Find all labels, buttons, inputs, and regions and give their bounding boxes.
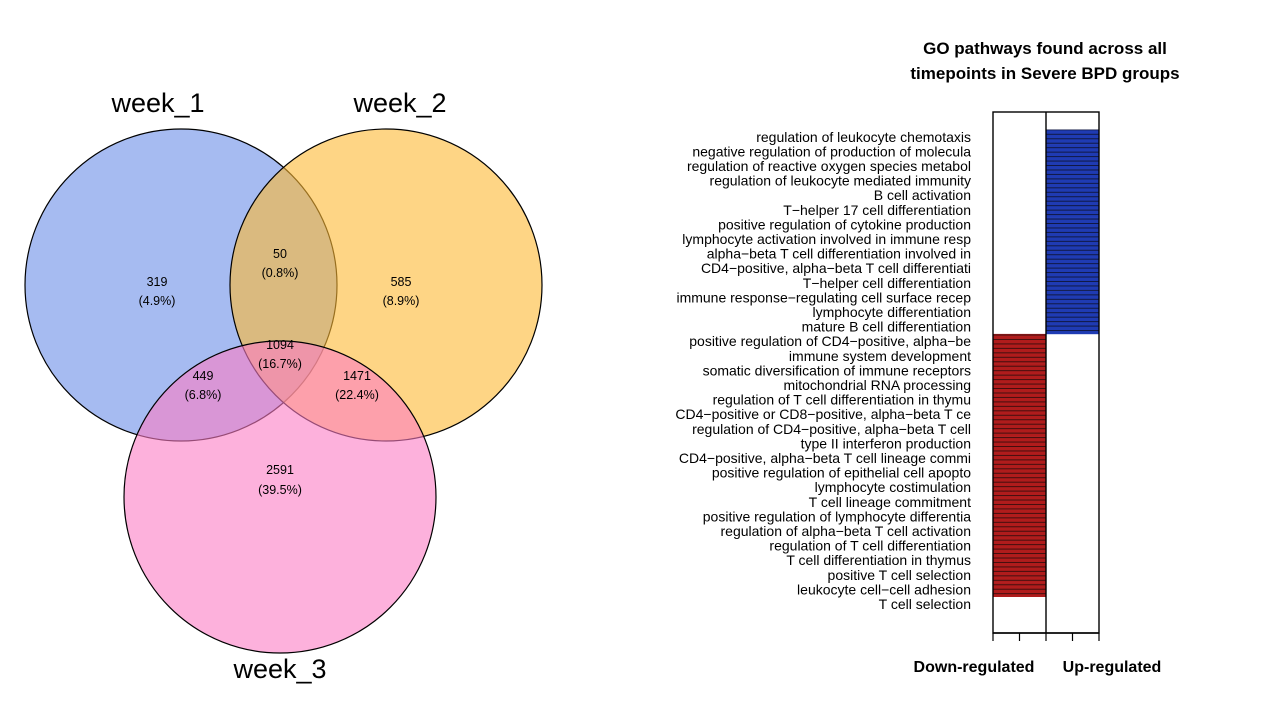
heatmap-cell bbox=[993, 552, 1046, 568]
heatmap-row-label: leukocyte cell−cell adhesion bbox=[797, 581, 971, 597]
heatmap-cell bbox=[1046, 290, 1099, 305]
heatmap-row-label: B cell activation bbox=[874, 187, 971, 203]
go-pathway-heatmap: GO pathways found across all timepoints … bbox=[675, 39, 1179, 676]
heatmap-cell bbox=[993, 465, 1046, 481]
heatmap-cell bbox=[1046, 319, 1099, 335]
venn-percent-w2-only: (8.9%) bbox=[383, 294, 420, 308]
heatmap-row-label: CD4−positive, alpha−beta T cell differen… bbox=[701, 260, 971, 276]
heatmap-cell bbox=[993, 377, 1046, 393]
venn-count-w1-w3: 449 bbox=[193, 369, 214, 383]
heatmap-cell bbox=[993, 421, 1046, 437]
venn-circle-week-3 bbox=[123, 340, 437, 654]
heatmap-row-label: regulation of reactive oxygen species me… bbox=[687, 158, 971, 174]
heatmap-row-label: T cell differentiation in thymus bbox=[786, 552, 971, 568]
venn-set-label-week-3: week_3 bbox=[232, 654, 326, 684]
venn-diagram: week_1 week_2 week_3 319 (4.9%) 585 (8.9… bbox=[24, 88, 543, 684]
heatmap-row-label: mature B cell differentiation bbox=[802, 319, 971, 335]
heatmap-cell bbox=[1046, 144, 1099, 159]
heatmap-row-label: regulation of alpha−beta T cell activati… bbox=[721, 523, 972, 539]
venn-set-label-week-2: week_2 bbox=[352, 88, 446, 118]
heatmap-row-label: immune response−regulating cell surface … bbox=[676, 289, 971, 305]
heatmap-row-label: regulation of leukocyte chemotaxis bbox=[756, 129, 971, 145]
heatmap-row-label: positive regulation of cytokine producti… bbox=[718, 216, 971, 232]
heatmap-row-label: type II interferon production bbox=[801, 435, 971, 451]
venn-percent-w1-only: (4.9%) bbox=[139, 294, 176, 308]
heatmap-cell bbox=[1046, 187, 1099, 203]
heatmap-cell bbox=[993, 523, 1046, 539]
venn-count-w3-only: 2591 bbox=[266, 463, 294, 477]
heatmap-row-label: T−helper cell differentiation bbox=[803, 275, 971, 291]
heatmap-row-label: CD4−positive, alpha−beta T cell lineage … bbox=[679, 450, 971, 466]
heatmap-cell bbox=[1046, 246, 1099, 262]
heatmap-row-label: lymphocyte activation involved in immune… bbox=[682, 231, 971, 247]
heatmap-row-label: regulation of CD4−positive, alpha−beta T… bbox=[692, 421, 971, 437]
heatmap-row-label: immune system development bbox=[789, 348, 971, 364]
heatmap-row-label: regulation of T cell differentiation bbox=[769, 538, 971, 554]
heatmap-cell bbox=[1046, 217, 1099, 232]
heatmap-cell bbox=[1046, 231, 1099, 247]
heatmap-column-label-up: Up-regulated bbox=[1063, 659, 1162, 676]
heatmap-cell bbox=[1046, 304, 1099, 320]
heatmap-cell bbox=[993, 509, 1046, 524]
venn-count-all: 1094 bbox=[266, 338, 294, 352]
heatmap-row-label: regulation of leukocyte mediated immunit… bbox=[710, 173, 971, 189]
heatmap-cell bbox=[1046, 158, 1099, 174]
venn-percent-all: (16.7%) bbox=[258, 357, 302, 371]
heatmap-row-labels: regulation of leukocyte chemotaxisnegati… bbox=[675, 129, 971, 612]
venn-count-w2-w3: 1471 bbox=[343, 369, 371, 383]
heatmap-cell bbox=[993, 479, 1046, 495]
heatmap-cell bbox=[993, 582, 1046, 597]
heatmap-row-label: T cell selection bbox=[879, 596, 971, 612]
venn-percent-w1-w2: (0.8%) bbox=[262, 266, 299, 280]
venn-count-w1-w2: 50 bbox=[273, 247, 287, 261]
heatmap-cell bbox=[1046, 260, 1099, 276]
heatmap-row-label: positive regulation of epithelial cell a… bbox=[712, 465, 971, 481]
heatmap-cell bbox=[993, 348, 1046, 364]
heatmap-cell bbox=[1046, 275, 1099, 291]
heatmap-row-label: somatic diversification of immune recept… bbox=[703, 362, 971, 378]
heatmap-row-label: positive regulation of lymphocyte differ… bbox=[703, 508, 971, 524]
heatmap-cell bbox=[993, 567, 1046, 583]
venn-count-w2-only: 585 bbox=[391, 275, 412, 289]
heatmap-cell bbox=[993, 450, 1046, 466]
heatmap-row-label: positive regulation of CD4−positive, alp… bbox=[689, 333, 971, 349]
heatmap-row-label: negative regulation of production of mol… bbox=[692, 143, 971, 159]
heatmap-row-label: CD4−positive or CD8−positive, alpha−beta… bbox=[675, 406, 971, 422]
venn-percent-w1-w3: (6.8%) bbox=[185, 388, 222, 402]
heatmap-row-label: regulation of T cell differentiation in … bbox=[713, 392, 971, 408]
heatmap-cell bbox=[993, 392, 1046, 408]
heatmap-row-label: mitochondrial RNA processing bbox=[783, 377, 971, 393]
heatmap-cell bbox=[993, 538, 1046, 554]
heatmap-title-line-1: GO pathways found across all bbox=[923, 39, 1167, 58]
heatmap-cell bbox=[993, 333, 1046, 349]
heatmap-cell bbox=[1046, 202, 1099, 218]
venn-count-w1-only: 319 bbox=[147, 275, 168, 289]
heatmap-cell bbox=[1046, 129, 1099, 145]
heatmap-row-label: lymphocyte costimulation bbox=[815, 479, 971, 495]
venn-percent-w2-w3: (22.4%) bbox=[335, 388, 379, 402]
heatmap-row-label: T−helper 17 cell differentiation bbox=[783, 202, 971, 218]
heatmap-title-line-2: timepoints in Severe BPD groups bbox=[910, 64, 1179, 83]
heatmap-row-label: alpha−beta T cell differentiation involv… bbox=[707, 246, 971, 262]
heatmap-row-label: positive T cell selection bbox=[828, 567, 971, 583]
heatmap-row-label: T cell lineage commitment bbox=[809, 494, 971, 510]
heatmap-cell bbox=[993, 363, 1046, 378]
heatmap-column-label-down: Down-regulated bbox=[914, 659, 1035, 676]
venn-percent-w3-only: (39.5%) bbox=[258, 483, 302, 497]
heatmap-cell bbox=[993, 406, 1046, 422]
heatmap-cell bbox=[993, 494, 1046, 510]
heatmap-ticks bbox=[992, 632, 1100, 641]
venn-set-label-week-1: week_1 bbox=[110, 88, 204, 118]
heatmap-cell bbox=[1046, 173, 1099, 189]
heatmap-cell bbox=[993, 436, 1046, 451]
heatmap-cells bbox=[993, 129, 1099, 597]
heatmap-row-label: lymphocyte differentiation bbox=[813, 304, 972, 320]
